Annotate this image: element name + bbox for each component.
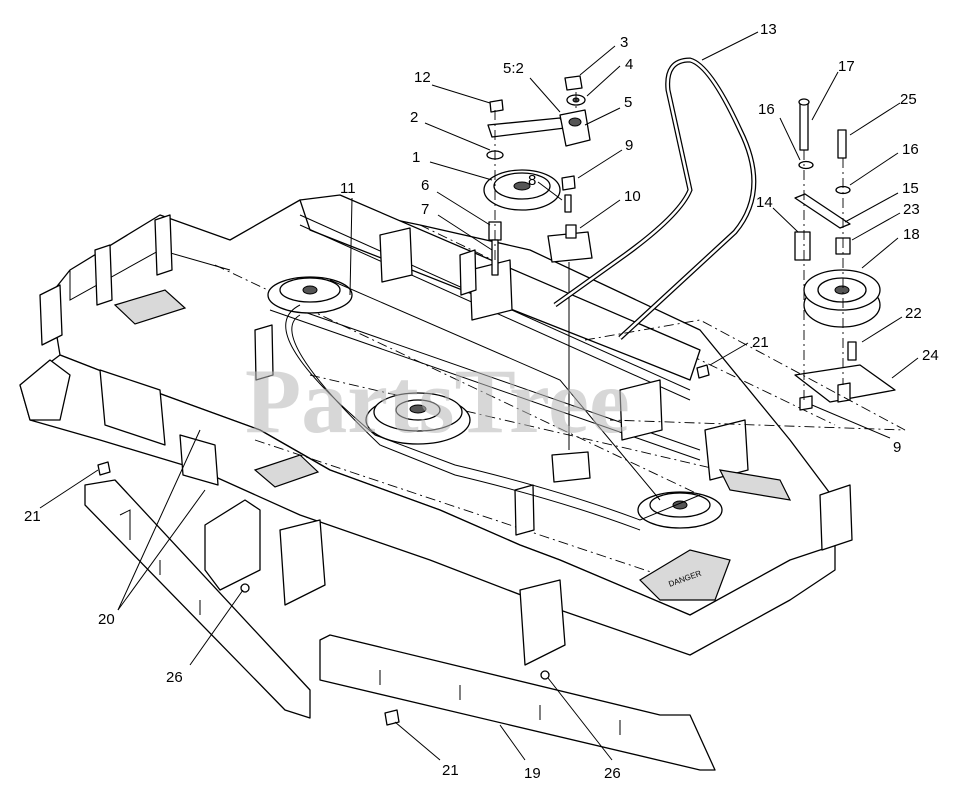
callout-11: 12 xyxy=(414,69,431,86)
callout-16-right: 16 xyxy=(902,141,919,158)
callout-leaders xyxy=(39,31,919,761)
callout-15: 15 xyxy=(902,180,919,197)
callout-26-left: 26 xyxy=(166,669,183,686)
callout-21-left: 21 xyxy=(24,508,41,525)
installed-belt xyxy=(285,304,701,521)
spindle-pulley-right xyxy=(637,491,723,529)
callout-22: 22 xyxy=(905,305,922,322)
callout-2: 2 xyxy=(410,109,418,126)
callout-12: 11 xyxy=(340,180,356,197)
callout-26-bottom: 26 xyxy=(604,765,621,782)
callout-25: 25 xyxy=(900,91,917,108)
callout-5-2: 5:2 xyxy=(503,60,524,77)
callout-16-left: 16 xyxy=(758,101,775,118)
callout-23: 23 xyxy=(903,201,920,218)
callout-19: 19 xyxy=(524,765,541,782)
callout-6: 6 xyxy=(421,177,429,194)
callout-21-center: 21 xyxy=(752,334,769,351)
callout-1: 1 xyxy=(412,149,420,166)
spindle-pulley-left xyxy=(267,276,353,314)
callout-5: 5 xyxy=(624,94,632,111)
watermark: PartsTree xyxy=(245,350,630,452)
spindle-pulley-center xyxy=(365,392,471,445)
right-idler-assembly xyxy=(794,98,896,411)
callout-3: 3 xyxy=(620,34,628,51)
callout-14: 14 xyxy=(756,194,773,211)
callout-4: 4 xyxy=(625,56,633,73)
callout-24: 24 xyxy=(922,347,939,364)
loose-fasteners xyxy=(97,364,710,726)
baffle-20 xyxy=(84,479,311,719)
callout-18: 18 xyxy=(903,226,920,243)
callout-13: 13 xyxy=(760,21,777,38)
callout-9-top: 9 xyxy=(625,137,633,154)
callout-labels: 12 2 1 3 4 5:2 5 6 7 8 9 10 13 11 17 25 … xyxy=(24,21,939,782)
callout-8: 8 xyxy=(528,172,536,189)
callout-17: 17 xyxy=(838,58,855,75)
callout-10: 10 xyxy=(624,188,641,205)
callout-21-bottom: 21 xyxy=(442,762,459,779)
callout-7: 7 xyxy=(421,201,429,218)
callout-20: 20 xyxy=(98,611,115,628)
baffle-19 xyxy=(319,634,716,771)
deck-mount-brackets xyxy=(19,214,853,666)
callout-9-right: 9 xyxy=(893,439,901,456)
